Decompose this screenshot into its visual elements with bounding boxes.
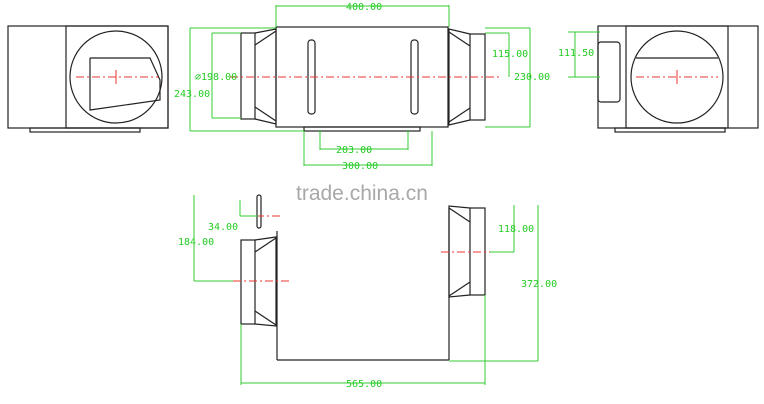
- left-side-view: [7, 25, 169, 133]
- dim-184: 184.00: [178, 237, 214, 248]
- front-view: 34.00 184.00 118.00 372.00 565.00: [178, 194, 557, 390]
- dim-230: 230.00: [514, 72, 550, 83]
- dim-115: 115.00: [492, 49, 528, 60]
- dim-243: 243.00: [174, 89, 210, 100]
- dim-300: 300.00: [342, 161, 378, 172]
- dim-565: 565.00: [346, 379, 382, 390]
- dim-203: 203.00: [336, 145, 372, 156]
- watermark: trade.china.cn: [296, 182, 428, 205]
- dim-400: 400.00: [346, 2, 382, 13]
- dim-372: 372.00: [521, 279, 557, 290]
- dim-111-50: 111.50: [558, 48, 594, 59]
- dim-34: 34.00: [208, 222, 238, 233]
- dim-118: 118.00: [498, 224, 534, 235]
- dim-diameter-198: ⌀198.00: [195, 72, 237, 83]
- right-side-view: 111.50: [558, 25, 759, 133]
- top-view: 400.00 243.00 ⌀198.00 230.00 115.00 203.…: [174, 2, 550, 172]
